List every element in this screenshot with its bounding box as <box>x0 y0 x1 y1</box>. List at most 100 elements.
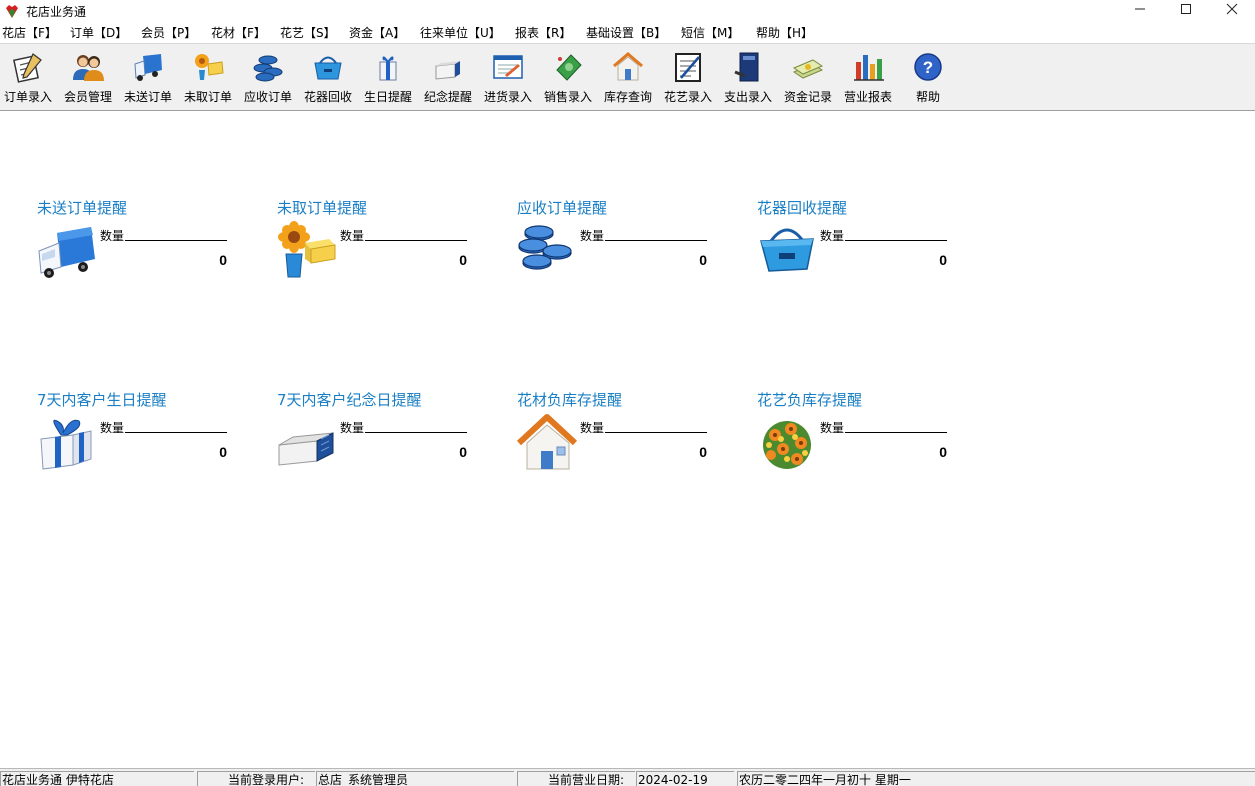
panel-title[interactable]: 未取订单提醒 <box>277 199 368 217</box>
title-bar: 花店业务通 <box>0 0 1255 22</box>
gift-icon <box>379 56 397 81</box>
count-value: 0 <box>219 444 227 460</box>
panel-title[interactable]: 应收订单提醒 <box>517 199 608 217</box>
anniversary-reminder-label: 纪念提醒 <box>423 90 472 104</box>
floral-art-entry-button[interactable]: 花艺录入 <box>658 50 718 108</box>
panel-title[interactable]: 7天内客户生日提醒 <box>37 391 167 409</box>
count-label: 数量 <box>820 229 845 243</box>
truck-icon <box>134 54 162 81</box>
basket-icon <box>760 228 814 272</box>
coins-icon <box>518 225 572 270</box>
members-icon <box>73 55 104 81</box>
undelivered-orders-panel: 未送订单提醒 数量 0 <box>37 197 237 287</box>
menu-reports[interactable]: 报表【R】 <box>515 26 572 40</box>
minimize-icon <box>1135 8 1145 10</box>
box-icon <box>435 61 460 80</box>
anniversary-reminder-panel: 7天内客户纪念日提醒 数量 0 <box>277 389 477 479</box>
count-value: 0 <box>699 444 707 460</box>
panel-title[interactable]: 花器回收提醒 <box>757 199 848 217</box>
count-label: 数量 <box>820 421 845 435</box>
help-icon: ? <box>914 53 942 81</box>
house-icon <box>517 414 578 470</box>
count-underline <box>125 423 227 433</box>
maximize-button[interactable] <box>1163 0 1209 18</box>
status-user-label: 当前登录用户: <box>197 771 315 786</box>
menu-sms[interactable]: 短信【M】 <box>681 26 740 40</box>
minimize-button[interactable] <box>1117 0 1163 18</box>
toolbar: 订单录入 会员管理 未送订单 未取订单 应收 <box>0 44 1255 111</box>
panel-title[interactable]: 花材负库存提醒 <box>517 391 623 409</box>
cash-stack-icon <box>792 59 824 79</box>
vase-recycle-label: 花器回收 <box>303 90 352 104</box>
bouquet-icon <box>763 421 811 469</box>
count-underline <box>605 231 707 241</box>
coins-icon <box>253 55 283 82</box>
inventory-query-button[interactable]: 库存查询 <box>598 50 658 108</box>
count-label: 数量 <box>340 421 365 435</box>
order-entry-icon <box>13 53 42 83</box>
business-report-label: 营业报表 <box>843 90 892 104</box>
count-label: 数量 <box>580 421 605 435</box>
menu-orders[interactable]: 订单【D】 <box>70 26 128 40</box>
count-label: 数量 <box>100 229 125 243</box>
menu-shop[interactable]: 花店【F】 <box>2 26 57 40</box>
house-icon <box>613 52 643 81</box>
business-report-button[interactable]: 营业报表 <box>838 50 898 108</box>
bar-chart-icon <box>854 55 884 81</box>
close-icon <box>1226 3 1238 15</box>
window-title: 花店业务通 <box>26 4 87 19</box>
flower-box-icon <box>278 221 336 278</box>
birthday-reminder-button[interactable]: 生日提醒 <box>358 50 418 108</box>
order-entry-button[interactable]: 订单录入 <box>0 50 58 108</box>
unpicked-orders-label: 未取订单 <box>183 90 232 104</box>
app-logo-icon <box>6 5 18 18</box>
count-value: 0 <box>219 252 227 268</box>
inventory-query-label: 库存查询 <box>603 90 652 104</box>
ledger-icon <box>734 52 759 82</box>
panel-title[interactable]: 7天内客户纪念日提醒 <box>277 391 422 409</box>
unpicked-orders-button[interactable]: 未取订单 <box>178 50 238 108</box>
count-underline <box>365 231 467 241</box>
status-user: 总店_系统管理员 <box>316 771 514 786</box>
member-management-button[interactable]: 会员管理 <box>58 50 118 108</box>
menu-help[interactable]: 帮助【H】 <box>756 26 814 40</box>
count-value: 0 <box>939 252 947 268</box>
money-icon <box>556 54 582 81</box>
panel-title[interactable]: 未送订单提醒 <box>37 199 128 217</box>
count-label: 数量 <box>580 229 605 243</box>
purchase-entry-button[interactable]: 进货录入 <box>478 50 538 108</box>
menu-funds[interactable]: 资金【A】 <box>349 26 406 40</box>
receivable-orders-label: 应收订单 <box>243 90 292 104</box>
receivable-orders-button[interactable]: 应收订单 <box>238 50 298 108</box>
undelivered-orders-button[interactable]: 未送订单 <box>118 50 178 108</box>
menu-flower-materials[interactable]: 花材【F】 <box>211 26 266 40</box>
close-button[interactable] <box>1209 0 1255 18</box>
status-date: 2024-02-19 <box>636 771 734 786</box>
expense-entry-button[interactable]: 支出录入 <box>718 50 778 108</box>
order-entry-label: 订单录入 <box>3 90 52 104</box>
expense-entry-label: 支出录入 <box>723 90 772 104</box>
floral-art-entry-label: 花艺录入 <box>663 90 712 104</box>
funds-record-label: 资金记录 <box>783 90 832 104</box>
count-label: 数量 <box>340 229 365 243</box>
box-icon <box>278 432 334 466</box>
status-date-label: 当前营业日期: <box>517 771 635 786</box>
count-underline <box>365 423 467 433</box>
sales-entry-button[interactable]: 销售录入 <box>538 50 598 108</box>
panel-title[interactable]: 花艺负库存提醒 <box>757 391 863 409</box>
help-button[interactable]: ? 帮助 <box>898 50 958 108</box>
flower-box-icon <box>195 54 224 80</box>
menu-partners[interactable]: 往来单位【U】 <box>420 26 501 40</box>
status-app-name: 花店业务通 伊特花店 <box>0 771 194 786</box>
count-value: 0 <box>459 252 467 268</box>
anniversary-reminder-button[interactable]: 纪念提醒 <box>418 50 478 108</box>
purchase-entry-label: 进货录入 <box>483 90 532 104</box>
menu-floral-art[interactable]: 花艺【S】 <box>280 26 336 40</box>
undelivered-orders-label: 未送订单 <box>123 90 172 104</box>
count-underline <box>605 423 707 433</box>
vase-recycle-button[interactable]: 花器回收 <box>298 50 358 108</box>
menu-basic-settings[interactable]: 基础设置【B】 <box>586 26 667 40</box>
menu-members[interactable]: 会员【P】 <box>141 26 197 40</box>
status-lunar-date: 农历二零二四年一月初十 星期一 <box>737 771 1255 786</box>
funds-record-button[interactable]: 资金记录 <box>778 50 838 108</box>
